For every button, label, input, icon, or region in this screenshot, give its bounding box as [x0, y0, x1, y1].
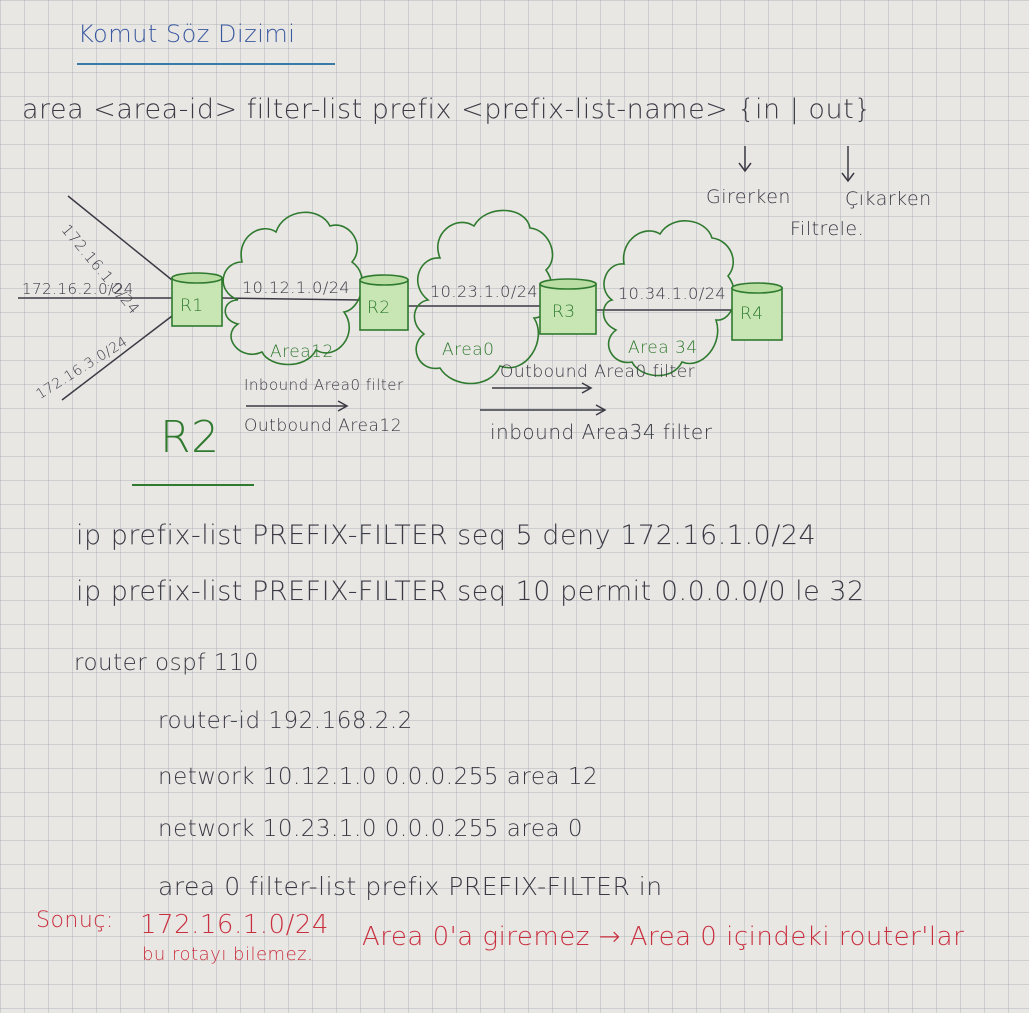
note-inbound-area0: Inbound Area0 filter [244, 376, 404, 394]
subnet-23: 10.23.1.0/24 [430, 282, 539, 301]
result-statement: Area 0'a giremez → Area 0 içindeki route… [362, 922, 965, 952]
router-r2: R2 [367, 298, 391, 318]
area-0-label: Area0 [442, 340, 495, 360]
title-underline [77, 63, 335, 65]
result-prefix: 172.16.1.0/24 [140, 910, 329, 940]
prefix-list-line-1: ip prefix-list PREFIX-FILTER seq 5 deny … [76, 520, 817, 551]
syntax-line: area <area-id> filter-list prefix <prefi… [22, 94, 872, 125]
router-r4: R4 [740, 304, 764, 324]
page-title: Komut Söz Dizimi [78, 20, 296, 48]
note-outbound-area12: Outbound Area12 [244, 416, 403, 436]
router-heading-underline [132, 484, 254, 486]
network-line-1: network 10.12.1.0 0.0.0.255 area 12 [158, 764, 599, 790]
result-line-2: bu rotayı bilemez. [142, 944, 314, 965]
router-heading: R2 [160, 412, 220, 463]
area-34-label: Area 34 [628, 338, 698, 358]
area-12-label: Area12 [270, 342, 334, 362]
filter-label: Filtrele. [790, 218, 865, 240]
in-arrow-label: Girerken [706, 186, 791, 208]
link-label-left: 172.16.2.0/24 [22, 280, 134, 298]
prefix-list-line-2: ip prefix-list PREFIX-FILTER seq 10 perm… [76, 576, 865, 607]
filter-list-line: area 0 filter-list prefix PREFIX-FILTER … [158, 872, 663, 901]
router-r1: R1 [180, 296, 204, 316]
network-line-2: network 10.23.1.0 0.0.0.255 area 0 [158, 816, 584, 842]
router-r3: R3 [552, 302, 576, 322]
router-ospf-line: router ospf 110 [74, 650, 259, 676]
subnet-34: 10.34.1.0/24 [618, 284, 727, 303]
note-inbound-area34: inbound Area34 filter [490, 420, 713, 444]
note-outbound-area0: Outbound Area0 filter [500, 362, 696, 382]
out-arrow-label: Çıkarken [845, 188, 932, 210]
subnet-12: 10.12.1.0/24 [242, 278, 351, 297]
result-label: Sonuç: [36, 908, 114, 933]
router-id-line: router-id 192.168.2.2 [158, 708, 413, 734]
